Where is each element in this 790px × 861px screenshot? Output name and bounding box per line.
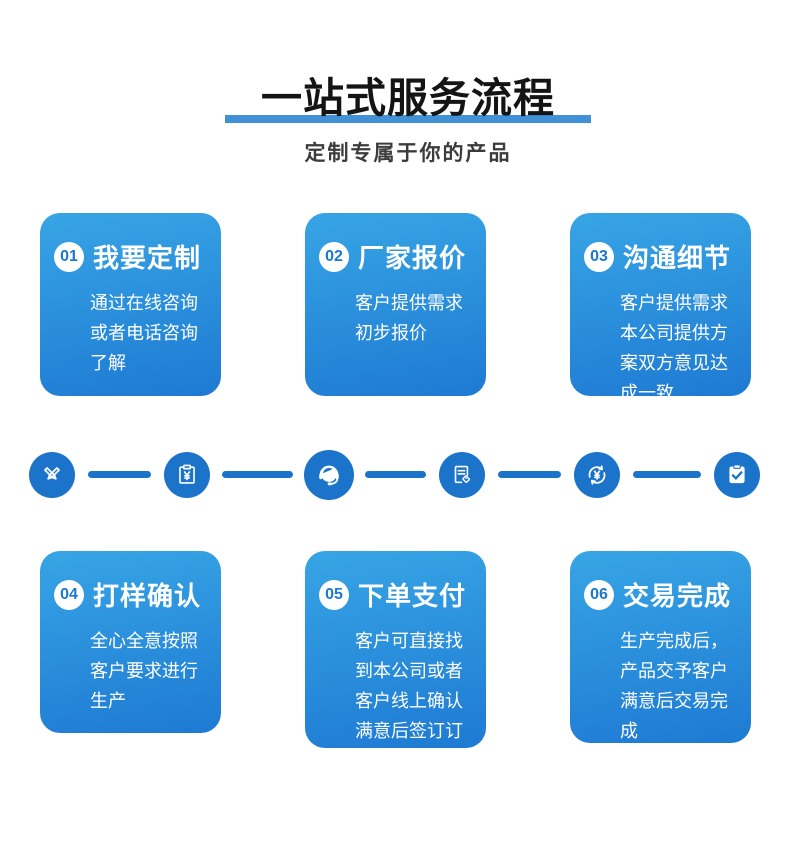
step-description: 客户可直接找到本公司或者客户线上确认满意后签订订单合同 xyxy=(355,631,463,771)
step-card-head: 03 沟通细节 xyxy=(584,238,751,275)
flow-connector xyxy=(365,471,426,478)
step-description: 客户提供需求本公司提供方案双方意见达成一致 xyxy=(620,293,728,403)
step-number-badge: 05 xyxy=(319,579,349,610)
step-title: 下单支付 xyxy=(358,581,467,611)
title-wrap: 一站式服务流程 xyxy=(225,64,591,124)
step-card-head: 02 厂家报价 xyxy=(319,238,486,275)
step-title: 我要定制 xyxy=(93,243,202,273)
step-card-05: 05 下单支付 客户可直接找到本公司或者客户线上确认满意后签订订单合同 xyxy=(305,551,486,771)
flow-connector xyxy=(633,471,701,478)
step-card-06: 06 交易完成 生产完成后，产品交予客户满意后交易完成 xyxy=(570,551,751,743)
step-number-badge: 04 xyxy=(54,579,84,610)
flow-connector xyxy=(498,471,561,478)
step-card-04: 04 打样确认 全心全意按照客户要求进行生产 xyxy=(40,551,221,733)
step-card-head: 01 我要定制 xyxy=(54,238,221,275)
customer-service-icon xyxy=(304,450,354,500)
step-number-badge: 01 xyxy=(54,241,84,272)
flow-connector xyxy=(222,471,293,478)
step-number-badge: 03 xyxy=(584,241,614,272)
step-title: 打样确认 xyxy=(93,581,202,611)
page-title: 一站式服务流程 xyxy=(261,75,555,121)
contract-tag-icon xyxy=(439,452,485,498)
step-description: 客户提供需求初步报价 xyxy=(355,293,463,343)
quote-document-icon xyxy=(164,452,210,498)
clipboard-check-icon xyxy=(714,452,760,498)
step-card-01: 01 我要定制 通过在线咨询或者电话咨询了解 xyxy=(40,213,221,396)
flow-connector xyxy=(88,471,151,478)
step-description: 生产完成后，产品交予客户满意后交易完成 xyxy=(620,631,728,741)
step-description: 通过在线咨询或者电话咨询了解 xyxy=(90,293,198,373)
design-pens-icon xyxy=(29,452,75,498)
step-card-head: 05 下单支付 xyxy=(319,576,486,613)
step-card-03: 03 沟通细节 客户提供需求本公司提供方案双方意见达成一致 xyxy=(570,213,751,403)
title-underline xyxy=(225,115,591,123)
step-number-badge: 02 xyxy=(319,241,349,272)
payment-cycle-icon xyxy=(574,452,620,498)
step-title: 沟通细节 xyxy=(623,243,732,273)
step-card-head: 04 打样确认 xyxy=(54,576,221,613)
page-subtitle: 定制专属于你的产品 xyxy=(304,142,512,165)
header: 一站式服务流程 定制专属于你的产品 xyxy=(26,64,790,167)
step-title: 厂家报价 xyxy=(358,243,467,273)
step-card-head: 06 交易完成 xyxy=(584,576,751,613)
step-card-02: 02 厂家报价 客户提供需求初步报价 xyxy=(305,213,486,396)
step-title: 交易完成 xyxy=(623,581,732,611)
step-description: 全心全意按照客户要求进行生产 xyxy=(90,631,198,711)
step-number-badge: 06 xyxy=(584,579,614,610)
